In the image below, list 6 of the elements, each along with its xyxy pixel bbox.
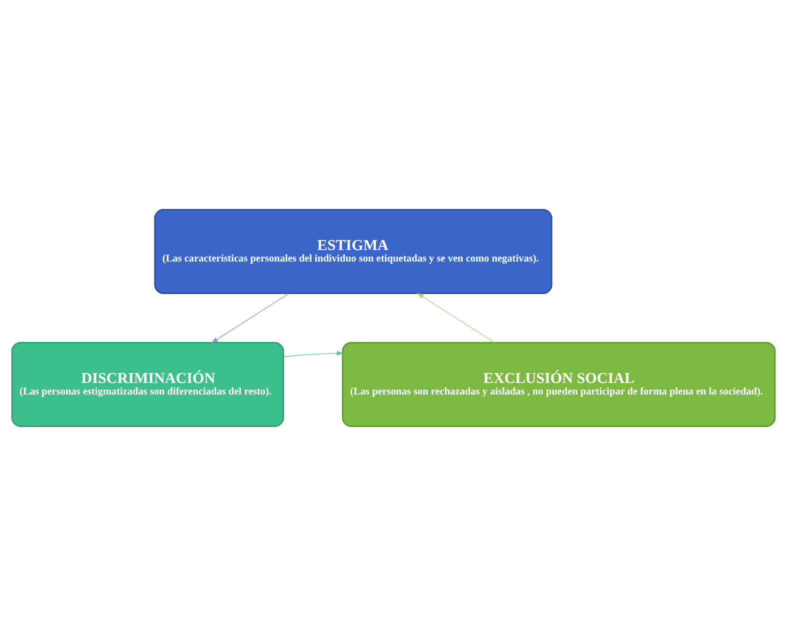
arrow bbox=[283, 350, 344, 358]
node-box: DISCRIMINACIÓN (Las personas estigmatizadas son diferenciadas del resto). bbox=[11, 342, 284, 427]
arrow bbox=[211, 293, 290, 344]
node-box: EXCLUSIÓN SOCIAL (Las personas son rechazadas y aisladas , no pueden participar de forma plena en la sociedad). bbox=[342, 342, 776, 427]
arrow bbox=[416, 292, 495, 343]
node-box: ESTIGMA (Las características personales del individuo son etiquetadas y se ven como negativas). bbox=[154, 209, 552, 294]
